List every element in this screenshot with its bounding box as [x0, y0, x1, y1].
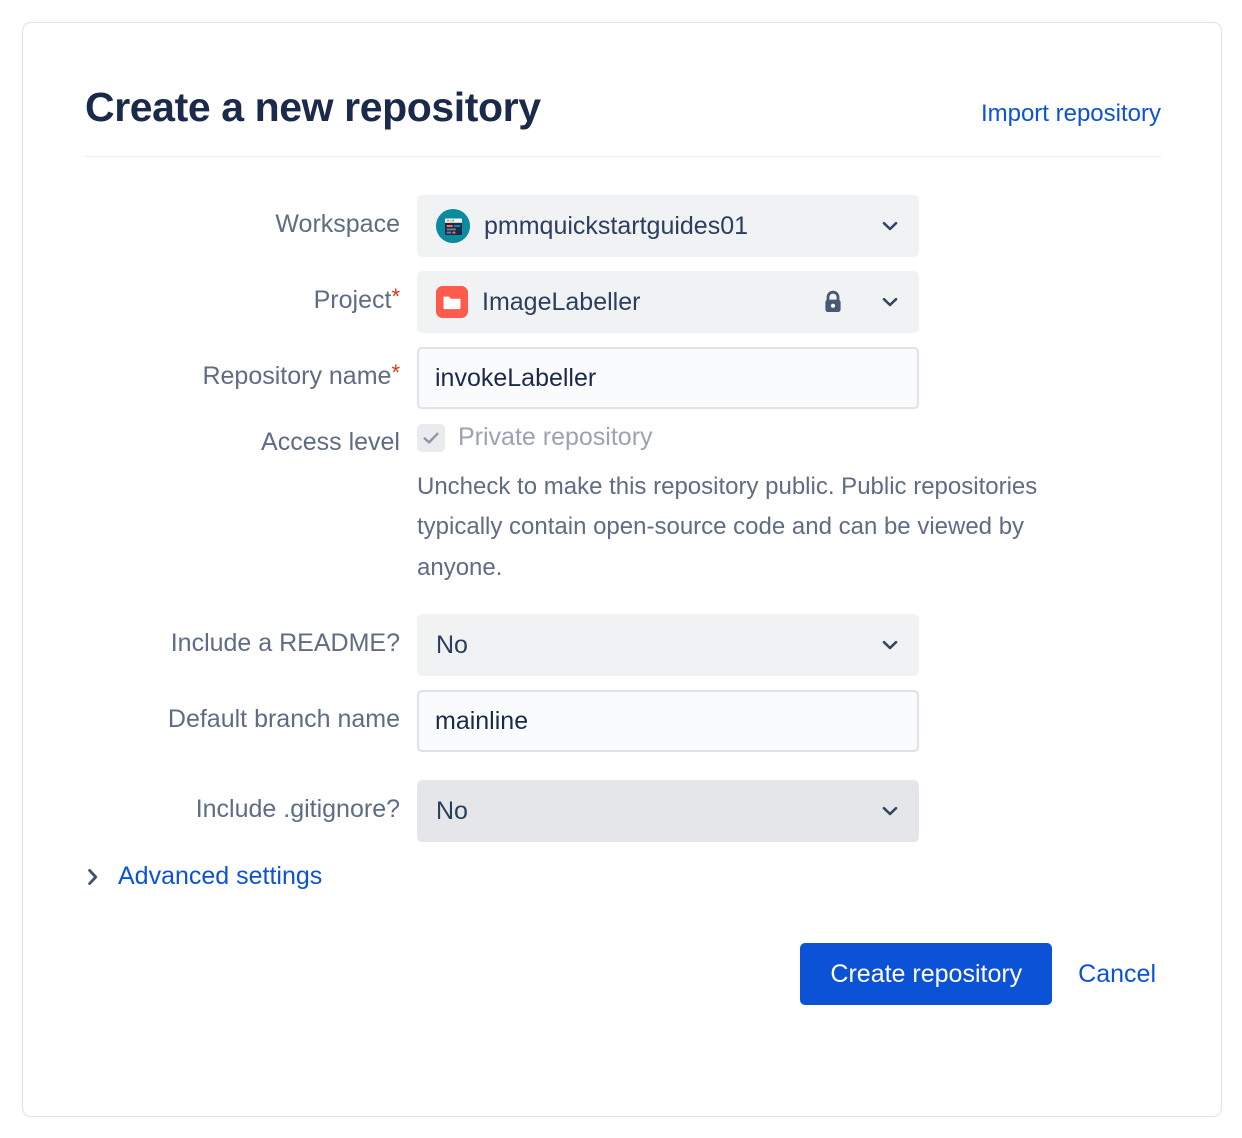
repository-name-label-text: Repository name: [202, 362, 392, 391]
workspace-avatar-icon: [436, 209, 470, 244]
workspace-select[interactable]: pmmquickstartguides01: [417, 195, 919, 258]
chevron-down-icon: [879, 291, 901, 313]
repository-name-label: Repository name*: [85, 347, 417, 392]
project-field: ImageLabeller: [417, 271, 1161, 334]
chevron-right-icon: [82, 866, 104, 888]
workspace-field: pmmquickstartguides01: [417, 195, 1161, 258]
card-header: Create a new repository Import repositor…: [85, 84, 1161, 158]
form-row-access-level: Access level Private repository Uncheck …: [85, 423, 1161, 588]
project-label: Project*: [85, 271, 417, 316]
form-row-default-branch: Default branch name mainline: [85, 690, 1161, 753]
workspace-label: Workspace: [275, 210, 400, 239]
repository-name-required-mark: *: [391, 360, 400, 386]
include-readme-select[interactable]: No: [417, 614, 919, 677]
card-inner: Create a new repository Import repositor…: [23, 23, 1221, 1006]
default-branch-input[interactable]: mainline: [417, 690, 919, 753]
include-gitignore-value: No: [436, 796, 468, 825]
advanced-settings-label: Advanced settings: [118, 862, 323, 891]
workspace-value: pmmquickstartguides01: [484, 211, 749, 240]
include-readme-label: Include a README?: [170, 629, 400, 658]
access-level-help-text: Uncheck to make this repository public. …: [417, 473, 1038, 581]
private-repository-checkbox: [417, 423, 445, 452]
import-repository-link[interactable]: Import repository: [980, 100, 1161, 127]
default-branch-field: mainline: [417, 690, 1161, 753]
chevron-down-icon: [879, 215, 901, 237]
project-select[interactable]: ImageLabeller: [417, 271, 919, 334]
cancel-button[interactable]: Cancel: [1074, 960, 1160, 989]
form-row-project: Project* ImageLabeller: [85, 271, 1161, 334]
project-label-text: Project: [313, 286, 392, 315]
advanced-settings-toggle[interactable]: Advanced settings: [82, 862, 322, 891]
private-repository-label: Private repository: [458, 423, 653, 452]
include-readme-value: No: [436, 630, 468, 659]
lock-icon: [820, 288, 846, 316]
create-repository-button[interactable]: Create repository: [800, 943, 1053, 1006]
check-icon: [423, 432, 439, 444]
default-branch-label: Default branch name: [167, 705, 400, 734]
include-gitignore-field: No: [417, 780, 1161, 843]
private-repository-checkbox-row[interactable]: Private repository: [417, 423, 1161, 452]
create-repository-card: Create a new repository Import repositor…: [22, 22, 1222, 1117]
create-repository-form: Workspace: [82, 157, 1161, 1006]
repository-name-input[interactable]: invokeLabeller: [417, 347, 919, 410]
page-title: Create a new repository: [85, 84, 541, 130]
include-gitignore-label: Include .gitignore?: [195, 795, 400, 824]
form-footer: Create repository Cancel: [85, 891, 1161, 1006]
repository-name-field: invokeLabeller: [417, 347, 1161, 410]
chevron-down-icon: [879, 800, 901, 822]
project-required-mark: *: [391, 284, 400, 310]
include-readme-field: No: [417, 614, 1161, 677]
project-value: ImageLabeller: [482, 287, 641, 316]
project-folder-icon: [436, 286, 468, 319]
form-row-include-readme: Include a README? No: [85, 614, 1161, 677]
chevron-down-icon: [879, 634, 901, 656]
form-row-include-gitignore: Include .gitignore? No: [85, 780, 1161, 843]
form-row-workspace: Workspace: [85, 195, 1161, 258]
include-gitignore-select[interactable]: No: [417, 780, 919, 843]
form-row-repository-name: Repository name* invokeLabeller: [85, 347, 1161, 410]
access-level-field: Private repository Uncheck to make this …: [417, 423, 1161, 588]
access-level-label: Access level: [261, 428, 400, 457]
